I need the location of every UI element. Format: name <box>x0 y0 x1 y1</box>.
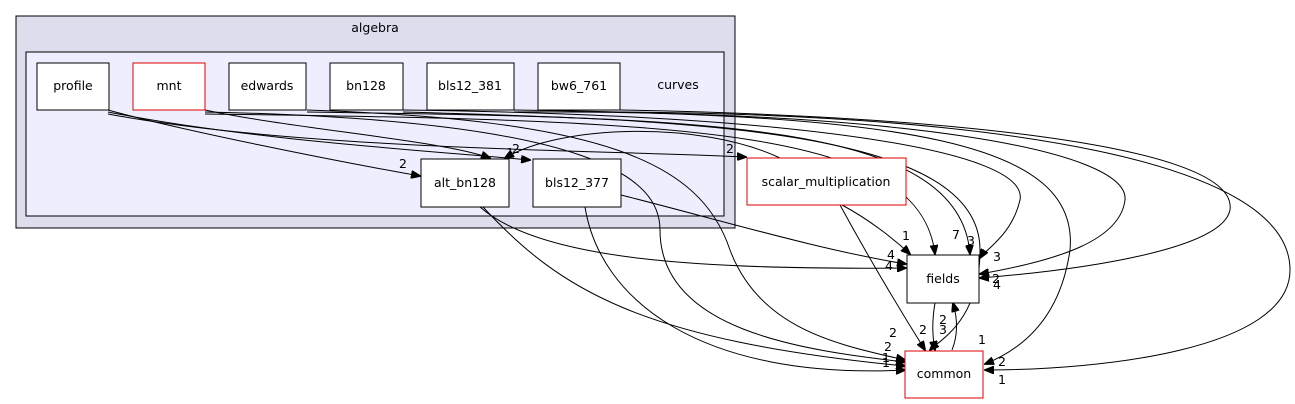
edge-labels: 2 1 2 2 1 7 3 3 4 4 4 2 3 2 2 2 2 1 1 1 … <box>399 141 1006 387</box>
edge-bn128-fields <box>402 109 1021 258</box>
edge-label: 4 <box>993 277 1001 292</box>
edge-label: 2 <box>726 141 734 156</box>
node-bn128-label[interactable]: bn128 <box>346 78 386 93</box>
node-edwards-label[interactable]: edwards <box>241 78 294 93</box>
edge-label: 4 <box>887 247 895 262</box>
edge-label: 4 <box>885 258 893 273</box>
edge-edwards-common <box>306 109 905 360</box>
edge-label: 2 <box>889 325 897 340</box>
node-edwards[interactable]: edwards <box>228 62 307 111</box>
edge-to-alt-bn128-from-right <box>505 130 781 158</box>
node-fields-label[interactable]: fields <box>926 271 959 286</box>
edge-label: 3 <box>967 233 975 248</box>
node-bls12-377[interactable]: bls12_377 <box>532 158 622 208</box>
edge-bls12-381-common <box>513 109 1071 364</box>
node-bls12-381[interactable]: bls12_381 <box>426 62 515 111</box>
edge-mnt-fields <box>204 113 935 254</box>
edge-bls12-377-common <box>584 206 905 371</box>
edge-alt-bn128-fields <box>479 206 906 268</box>
edge-bn128-common <box>402 111 981 350</box>
node-alt-bn128[interactable]: alt_bn128 <box>420 158 510 208</box>
edge-bls12-381-fields <box>513 111 1126 274</box>
edge-label: 1 <box>978 332 986 347</box>
edge-label: 3 <box>939 322 947 337</box>
cluster-curves-label[interactable]: curves <box>657 77 699 92</box>
edge-label: 1 <box>998 372 1006 387</box>
edges <box>107 109 1291 371</box>
edge-mnt-alt-bn128 <box>204 109 490 158</box>
edge-label: 2 <box>399 156 407 171</box>
node-fields[interactable]: fields <box>906 254 980 304</box>
edge-mnt-common <box>204 111 905 362</box>
node-common-label[interactable]: common <box>917 366 971 381</box>
edge-label: 2 <box>512 141 520 156</box>
edge-alt-bn128-common <box>482 206 905 366</box>
edge-label: 1 <box>902 228 910 243</box>
edge-bw6-761-common <box>619 111 1291 370</box>
node-mnt-label[interactable]: mnt <box>157 78 182 93</box>
node-bls12-381-label[interactable]: bls12_381 <box>438 78 502 93</box>
edge-label: 3 <box>993 249 1001 264</box>
node-bw6-761[interactable]: bw6_761 <box>537 62 621 111</box>
node-mnt[interactable]: mnt <box>132 62 206 111</box>
node-common[interactable]: common <box>904 350 984 399</box>
edge-bw6-761-fields <box>619 109 1231 278</box>
edge-label: 1 <box>882 355 890 370</box>
edge-scalar-fields <box>841 204 910 254</box>
node-bls12-377-label[interactable]: bls12_377 <box>545 175 609 190</box>
edge-label: 2 <box>998 354 1006 369</box>
node-profile-label[interactable]: profile <box>53 78 93 93</box>
edge-label: 7 <box>952 227 960 242</box>
cluster-algebra-label: algebra <box>351 20 399 35</box>
edge-profile-scalar <box>107 113 746 157</box>
edge-label: 2 <box>919 322 927 337</box>
edge-common-fields <box>952 303 957 351</box>
edge-scalar-common <box>839 204 925 350</box>
edge-bls12-377-fields <box>620 194 906 264</box>
node-scalar-multiplication[interactable]: scalar_multiplication <box>746 157 907 206</box>
edge-label: 2 <box>992 271 1000 286</box>
edge-label: 2 <box>939 312 947 327</box>
node-bn128[interactable]: bn128 <box>329 62 404 111</box>
edge-label: 1 <box>506 145 514 160</box>
node-bw6-761-label[interactable]: bw6_761 <box>551 78 607 93</box>
node-alt-bn128-label[interactable]: alt_bn128 <box>434 175 496 190</box>
node-scalar-multiplication-label[interactable]: scalar_multiplication <box>762 174 891 189</box>
edge-label: 2 <box>884 339 892 354</box>
edge-fields-common <box>933 302 935 350</box>
edge-label: 1 <box>882 350 890 365</box>
edge-edwards-fields <box>306 111 970 254</box>
node-profile[interactable]: profile <box>36 62 110 111</box>
